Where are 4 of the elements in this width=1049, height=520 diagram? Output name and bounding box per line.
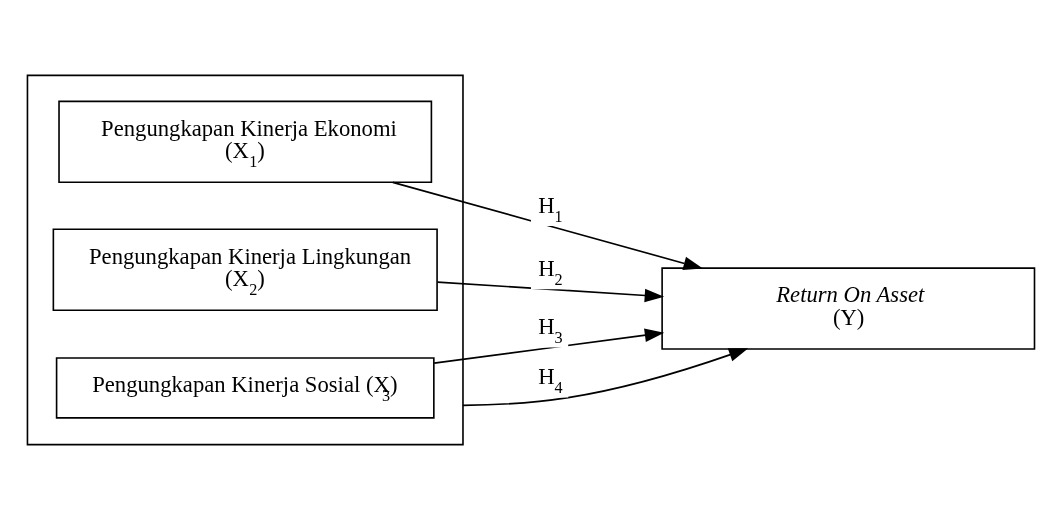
edge-label: H$_{3}$ <box>538 313 563 347</box>
edge-label: H$_{1}$ <box>538 192 563 226</box>
edge-label: H$_{2}$ <box>538 255 563 289</box>
edge-label: H$_{4}$ <box>538 364 563 398</box>
